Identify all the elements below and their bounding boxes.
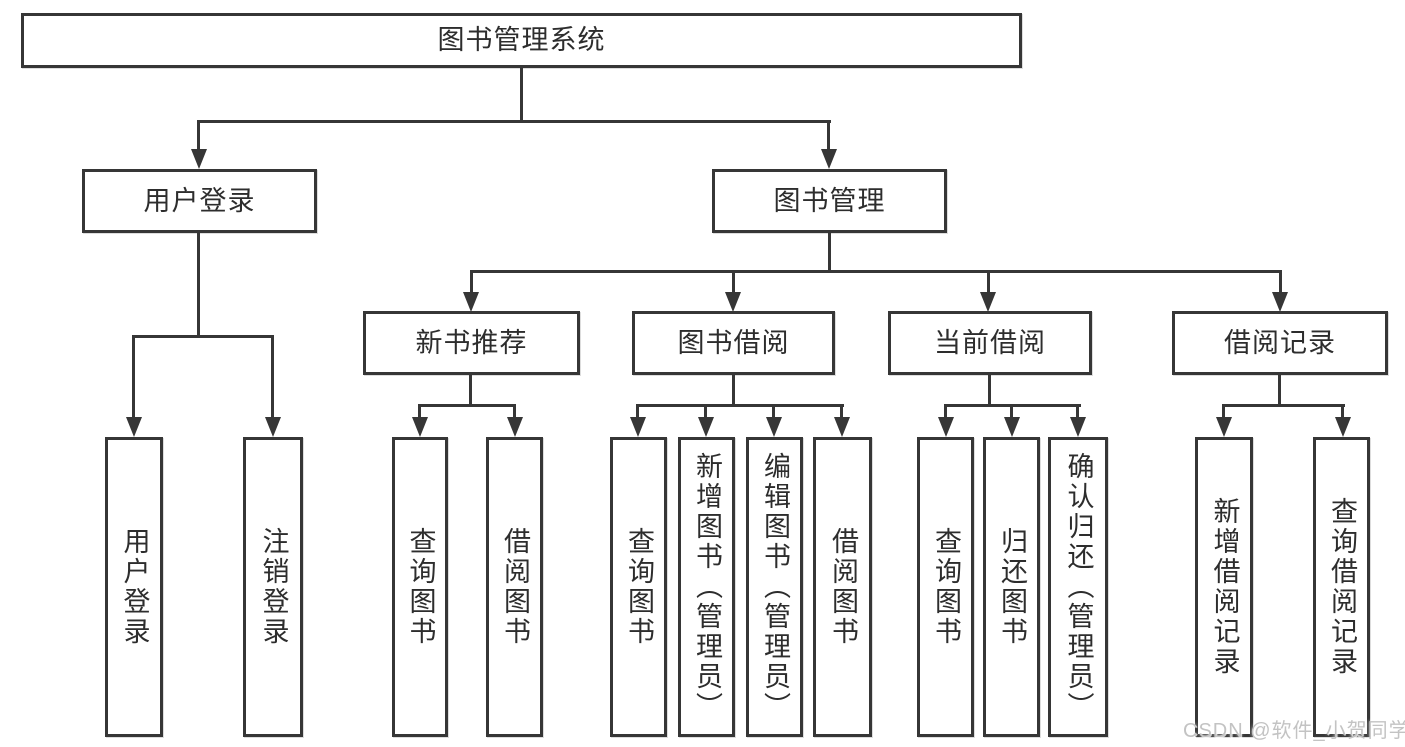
arrow-down-icon — [463, 292, 479, 312]
connector-to-current-borrow — [987, 270, 990, 295]
leaf-cb-return-books: 归还图书 — [983, 437, 1040, 737]
arrow-down-icon — [412, 417, 428, 437]
arrow-down-icon — [766, 417, 782, 437]
node-label: 当前借阅 — [934, 327, 1046, 358]
arrow-down-icon — [1004, 417, 1020, 437]
connector-to-leaf-logout — [271, 335, 274, 420]
connector-to-leaf-user-login — [132, 335, 135, 420]
leaf-label: 查询图书 — [931, 527, 961, 647]
node-book-management: 图书管理 — [712, 169, 947, 233]
leaf-label: 查询借阅记录 — [1327, 497, 1357, 677]
leaf-label: 编辑图书（管理员） — [760, 452, 790, 722]
arrow-down-icon — [980, 292, 996, 312]
connector-book-borrow-rail — [636, 404, 844, 407]
node-borrowing-records: 借阅记录 — [1172, 311, 1388, 375]
connector-current-borrow-trunk — [988, 374, 991, 407]
leaf-label: 注销登录 — [258, 527, 289, 647]
arrow-down-icon — [191, 149, 207, 169]
connector-to-book-borrow — [732, 270, 735, 295]
arrow-down-icon — [630, 417, 646, 437]
connector-borrow-records-rail — [1222, 404, 1345, 407]
arrow-down-icon — [1272, 292, 1288, 312]
node-label: 用户登录 — [143, 185, 256, 216]
leaf-label: 借阅图书 — [500, 527, 530, 647]
connector-new-books-rail — [418, 404, 516, 407]
node-label: 新书推荐 — [415, 327, 528, 358]
node-library-system: 图书管理系统 — [21, 13, 1022, 68]
arrow-down-icon — [265, 417, 281, 437]
leaf-br-query-record: 查询借阅记录 — [1313, 437, 1370, 737]
arrow-down-icon — [507, 417, 523, 437]
leaf-label: 借阅图书 — [828, 527, 858, 647]
leaf-bb-borrow-books: 借阅图书 — [813, 437, 872, 737]
node-label: 图书借阅 — [677, 327, 790, 358]
node-current-borrowing: 当前借阅 — [888, 311, 1092, 375]
leaf-nb-query-books: 查询图书 — [392, 437, 448, 737]
leaf-label: 归还图书 — [997, 527, 1027, 647]
connector-root-trunk — [520, 66, 523, 123]
leaf-label: 查询图书 — [405, 527, 436, 647]
arrow-down-icon — [938, 417, 954, 437]
connector-to-nb-query — [418, 404, 421, 420]
leaf-bb-edit-books-admin: 编辑图书（管理员） — [746, 437, 803, 737]
arrow-down-icon — [1070, 417, 1086, 437]
connector-to-bb-edit — [772, 404, 775, 420]
leaf-cb-query-books: 查询图书 — [917, 437, 974, 737]
arrow-down-icon — [1216, 417, 1232, 437]
node-new-book-recommend: 新书推荐 — [363, 311, 580, 375]
connector-to-bb-add — [704, 404, 707, 420]
connector-root-rail — [197, 120, 831, 123]
connector-to-user-login — [197, 120, 200, 152]
connector-user-login-rail — [132, 335, 274, 338]
leaf-label: 查询图书 — [624, 527, 654, 647]
connector-user-login-trunk — [197, 233, 200, 338]
node-book-borrowing: 图书借阅 — [632, 311, 835, 375]
leaf-bb-query-books: 查询图书 — [610, 437, 667, 737]
connector-to-br-add — [1222, 404, 1225, 420]
arrow-down-icon — [126, 417, 142, 437]
connector-borrow-records-trunk — [1278, 374, 1281, 407]
connector-to-cb-confirm — [1076, 404, 1079, 420]
connector-to-new-books — [470, 270, 473, 295]
leaf-label: 新增借阅记录 — [1209, 497, 1240, 677]
connector-new-books-trunk — [469, 374, 472, 407]
node-label: 图书管理系统 — [437, 25, 606, 55]
leaf-logout: 注销登录 — [243, 437, 303, 737]
leaf-label: 确认归还（管理员） — [1063, 452, 1094, 722]
arrow-down-icon — [698, 417, 714, 437]
leaf-label: 新增图书（管理员） — [692, 452, 722, 722]
connector-to-bb-query — [636, 404, 639, 420]
node-user-login: 用户登录 — [82, 169, 317, 233]
connector-book-mgmt-trunk — [828, 233, 831, 273]
leaf-bb-add-books-admin: 新增图书（管理员） — [678, 437, 735, 737]
connector-book-borrow-trunk — [732, 374, 735, 407]
leaf-cb-confirm-return-admin: 确认归还（管理员） — [1048, 437, 1108, 737]
arrow-down-icon — [725, 292, 741, 312]
leaf-nb-borrow-books: 借阅图书 — [486, 437, 543, 737]
leaf-label: 用户登录 — [119, 527, 150, 647]
connector-to-book-management — [827, 120, 830, 152]
node-label: 借阅记录 — [1224, 327, 1336, 358]
connector-to-bb-borrow — [840, 404, 843, 420]
arrow-down-icon — [821, 149, 837, 169]
connector-book-mgmt-rail — [470, 270, 1282, 273]
node-label: 图书管理 — [773, 185, 886, 216]
arrow-down-icon — [1335, 417, 1351, 437]
connector-to-br-query — [1341, 404, 1344, 420]
connector-to-borrow-records — [1279, 270, 1282, 295]
connector-to-cb-return — [1010, 404, 1013, 420]
arrow-down-icon — [834, 417, 850, 437]
leaf-user-login: 用户登录 — [105, 437, 163, 737]
leaf-br-add-record: 新增借阅记录 — [1195, 437, 1253, 737]
csdn-watermark: CSDN @软件_小贺同学 — [1183, 720, 1405, 742]
connector-to-cb-query — [944, 404, 947, 420]
connector-to-nb-borrow — [513, 404, 516, 420]
